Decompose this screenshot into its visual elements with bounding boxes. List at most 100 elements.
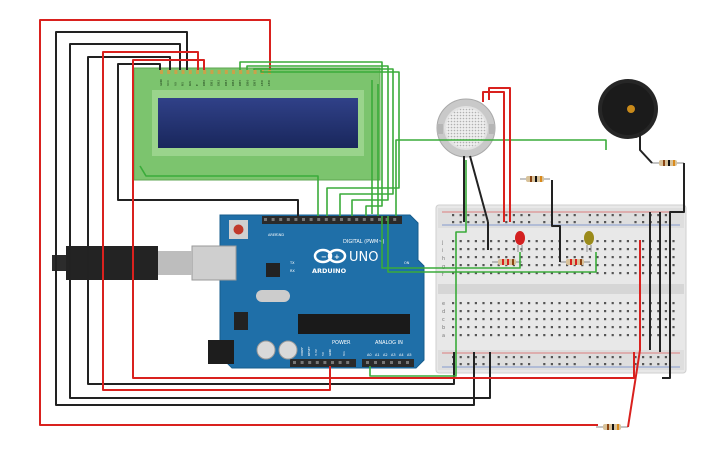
breadboard-hole[interactable] [520, 318, 523, 321]
breadboard-hole[interactable] [604, 334, 607, 337]
rail-hole[interactable] [482, 356, 485, 359]
power-pin[interactable] [308, 361, 312, 364]
breadboard-hole[interactable] [512, 256, 515, 259]
breadboard-hole[interactable] [604, 318, 607, 321]
rail-hole[interactable] [528, 221, 531, 224]
breadboard-hole[interactable] [634, 256, 637, 259]
power-pin[interactable] [331, 361, 334, 364]
wire-green-lcd-3[interactable] [253, 68, 394, 216]
rail-hole[interactable] [604, 363, 607, 366]
lcd-pin[interactable] [210, 70, 214, 74]
breadboard-hole[interactable] [459, 318, 462, 321]
breadboard-hole[interactable] [596, 302, 599, 305]
rail-hole[interactable] [558, 214, 561, 217]
rail-hole[interactable] [642, 214, 645, 217]
breadboard-hole[interactable] [467, 248, 470, 251]
lcd-pin[interactable] [217, 70, 221, 74]
rail-hole[interactable] [497, 221, 500, 224]
breadboard-hole[interactable] [550, 318, 553, 321]
analog-pin[interactable] [382, 361, 385, 364]
breadboard-hole[interactable] [467, 302, 470, 305]
breadboard-hole[interactable] [626, 326, 629, 329]
breadboard-hole[interactable] [604, 248, 607, 251]
breadboard-hole[interactable] [626, 240, 629, 243]
breadboard-hole[interactable] [619, 318, 622, 321]
rail-hole[interactable] [550, 356, 553, 359]
breadboard-hole[interactable] [604, 326, 607, 329]
rail-hole[interactable] [543, 221, 546, 224]
breadboard-hole[interactable] [482, 264, 485, 267]
breadboard-hole[interactable] [619, 256, 622, 259]
resistor-led-yellow[interactable] [560, 259, 590, 265]
rail-hole[interactable] [634, 221, 637, 224]
breadboard-hole[interactable] [604, 256, 607, 259]
breadboard-hole[interactable] [528, 248, 531, 251]
breadboard-hole[interactable] [520, 256, 523, 259]
rail-hole[interactable] [634, 363, 637, 366]
breadboard-hole[interactable] [657, 240, 660, 243]
rail-hole[interactable] [588, 356, 591, 359]
wire-black-4[interactable] [117, 63, 299, 216]
rail-hole[interactable] [611, 363, 614, 366]
breadboard-hole[interactable] [642, 248, 645, 251]
wire-red-sensor-2[interactable] [488, 87, 511, 222]
rail-hole[interactable] [474, 221, 477, 224]
wire-black-right-1[interactable] [662, 163, 685, 379]
breadboard-hole[interactable] [611, 248, 614, 251]
breadboard-hole[interactable] [505, 240, 508, 243]
rail-hole[interactable] [520, 214, 523, 217]
breadboard[interactable]: j i h g f e d c b a [435, 204, 687, 374]
breadboard-hole[interactable] [626, 272, 629, 275]
breadboard-hole[interactable] [657, 264, 660, 267]
breadboard-hole[interactable] [626, 264, 629, 267]
digital-pin[interactable] [332, 218, 336, 221]
breadboard-hole[interactable] [672, 272, 675, 275]
breadboard-hole[interactable] [573, 272, 576, 275]
breadboard-hole[interactable] [474, 310, 477, 313]
breadboard-hole[interactable] [535, 240, 538, 243]
breadboard-hole[interactable] [672, 264, 675, 267]
breadboard-hole[interactable] [581, 240, 584, 243]
breadboard-hole[interactable] [588, 318, 591, 321]
resistor-bottom[interactable] [596, 424, 628, 430]
breadboard-hole[interactable] [512, 326, 515, 329]
breadboard-hole[interactable] [581, 248, 584, 251]
rail-hole[interactable] [452, 221, 455, 224]
rail-hole[interactable] [558, 221, 561, 224]
rail-hole[interactable] [664, 356, 667, 359]
rail-hole[interactable] [573, 363, 576, 366]
breadboard-hole[interactable] [573, 256, 576, 259]
rail-hole[interactable] [657, 363, 660, 366]
power-pin[interactable] [300, 361, 304, 364]
breadboard-hole[interactable] [512, 318, 515, 321]
breadboard-hole[interactable] [657, 272, 660, 275]
breadboard-hole[interactable] [505, 318, 508, 321]
digital-pin[interactable] [385, 218, 389, 221]
breadboard-hole[interactable] [452, 334, 455, 337]
breadboard-hole[interactable] [497, 248, 500, 251]
rail-hole[interactable] [452, 214, 455, 217]
breadboard-hole[interactable] [657, 302, 660, 305]
led-red[interactable] [515, 231, 525, 252]
breadboard-hole[interactable] [657, 318, 660, 321]
rail-hole[interactable] [634, 214, 637, 217]
breadboard-hole[interactable] [588, 272, 591, 275]
breadboard-hole[interactable] [497, 318, 500, 321]
breadboard-hole[interactable] [543, 240, 546, 243]
breadboard-hole[interactable] [604, 264, 607, 267]
digital-pin[interactable] [264, 218, 267, 221]
rail-hole[interactable] [588, 363, 591, 366]
breadboard-hole[interactable] [505, 310, 508, 313]
breadboard-hole[interactable] [512, 264, 515, 267]
breadboard-hole[interactable] [459, 302, 462, 305]
breadboard-hole[interactable] [490, 240, 493, 243]
rail-hole[interactable] [558, 363, 561, 366]
breadboard-hole[interactable] [642, 256, 645, 259]
breadboard-hole[interactable] [573, 302, 576, 305]
breadboard-hole[interactable] [672, 302, 675, 305]
breadboard-hole[interactable] [497, 310, 500, 313]
rail-hole[interactable] [474, 214, 477, 217]
breadboard-hole[interactable] [543, 334, 546, 337]
breadboard-hole[interactable] [550, 302, 553, 305]
breadboard-hole[interactable] [497, 334, 500, 337]
